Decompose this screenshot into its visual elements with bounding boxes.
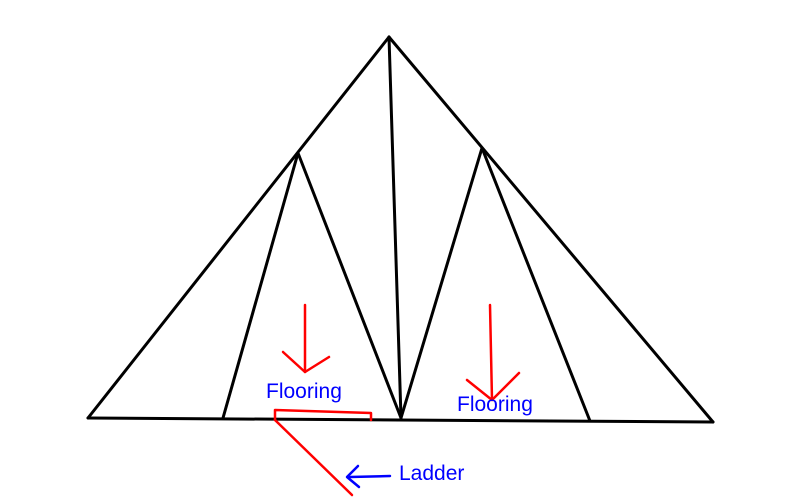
flooring-label-right: Flooring: [457, 393, 533, 416]
truss-right-web-inner: [399, 146, 484, 420]
truss-frame: [86, 35, 715, 424]
flooring-arrow-left-head: [281, 350, 331, 374]
truss-bottom-chord: [86, 416, 715, 424]
ladder-rail: [273, 418, 354, 497]
flooring-arrow-right-head: [465, 371, 521, 402]
ladder-sketch: [273, 408, 373, 497]
flooring-arrow-right: [465, 303, 521, 402]
ladder-pointer-arrow-shaft: [348, 474, 392, 479]
ladder-pointer-arrow-head: [345, 464, 361, 489]
truss-left-web-inner: [296, 151, 403, 420]
flooring-arrow-right-shaft: [488, 303, 494, 402]
flooring-label-left: Flooring: [266, 380, 342, 403]
truss-right-rafter: [387, 35, 715, 424]
ladder-opening-outline: [273, 408, 373, 422]
truss-right-web-outer: [480, 146, 592, 423]
ladder-label: Ladder: [399, 462, 465, 485]
truss-left-rafter: [86, 35, 391, 420]
flooring-arrow-left: [281, 303, 331, 374]
truss-left-web-outer: [221, 151, 300, 420]
ladder-pointer-arrow: [345, 464, 392, 489]
truss-king-post: [387, 35, 403, 420]
